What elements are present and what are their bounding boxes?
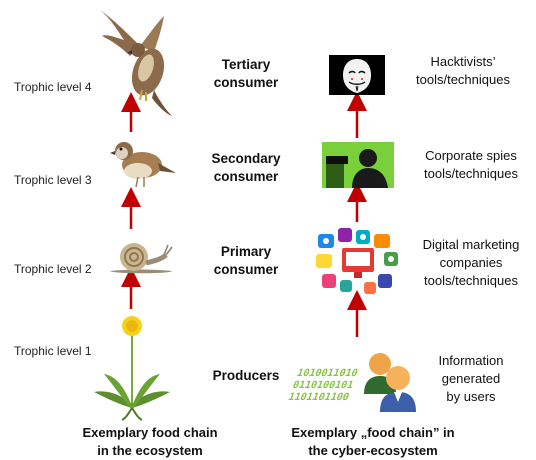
trophic-level-1-label: Trophic level 1 xyxy=(14,344,92,358)
cyber-hacktivists-line1: Hacktivists’ xyxy=(430,54,496,69)
cyber-corporate-spies-line2: tools/techniques xyxy=(424,166,518,181)
role-tertiary-line1: Tertiary xyxy=(221,57,271,72)
role-producers: Producers xyxy=(196,367,296,385)
caption-cyber-ecosystem-line2: the cyber-ecosystem xyxy=(308,443,438,458)
snail-icon xyxy=(110,243,173,274)
role-producers-line1: Producers xyxy=(212,368,280,383)
cyber-hacktivists-line2: tools/techniques xyxy=(416,72,510,87)
users-icon xyxy=(364,353,416,412)
caption-ecosystem-line1: Exemplary food chain xyxy=(82,425,218,440)
cyber-digital-marketing-line2: companies xyxy=(439,255,503,270)
trophic-level-3-label: Trophic level 3 xyxy=(14,173,92,187)
caption-ecosystem: Exemplary food chain in the ecosystem xyxy=(60,424,240,460)
hawk-icon xyxy=(100,10,172,116)
cyber-digital-marketing-line3: tools/techniques xyxy=(424,273,518,288)
digital-marketing-icon xyxy=(316,228,398,294)
cyber-user-information: Information generated by users xyxy=(406,352,536,406)
role-primary-line1: Primary xyxy=(220,244,272,259)
cyber-digital-marketing: Digital marketing companies tools/techni… xyxy=(406,236,536,290)
trophic-level-2-label: Trophic level 2 xyxy=(14,262,92,276)
trophic-level-4-label: Trophic level 4 xyxy=(14,80,92,94)
role-tertiary: Tertiary consumer xyxy=(196,56,296,92)
cyber-user-information-line3: by users xyxy=(446,389,496,404)
cyber-corporate-spies: Corporate spies tools/techniques xyxy=(406,147,536,183)
cyber-user-information-line2: generated xyxy=(441,371,501,386)
cyber-hacktivists: Hacktivists’ tools/techniques xyxy=(398,53,528,89)
role-primary-line2: consumer xyxy=(213,262,279,277)
hacktivist-mask-icon xyxy=(329,55,385,95)
cyber-user-information-line1: Information xyxy=(438,353,504,368)
role-secondary-line2: consumer xyxy=(213,169,279,184)
dandelion-icon xyxy=(94,316,170,421)
role-tertiary-line2: consumer xyxy=(213,75,279,90)
caption-ecosystem-line2: in the ecosystem xyxy=(97,443,203,458)
cyber-corporate-spies-line1: Corporate spies xyxy=(425,148,517,163)
caption-cyber-ecosystem-line1: Exemplary „food chain” in xyxy=(291,425,455,440)
corporate-spy-icon xyxy=(322,142,394,188)
role-primary: Primary consumer xyxy=(196,243,296,279)
sparrow-icon xyxy=(110,142,176,188)
role-secondary: Secondary consumer xyxy=(196,150,296,186)
cyber-digital-marketing-line1: Digital marketing xyxy=(422,237,520,252)
role-secondary-line1: Secondary xyxy=(211,151,281,166)
caption-cyber-ecosystem: Exemplary „food chain” in the cyber-ecos… xyxy=(278,424,468,460)
